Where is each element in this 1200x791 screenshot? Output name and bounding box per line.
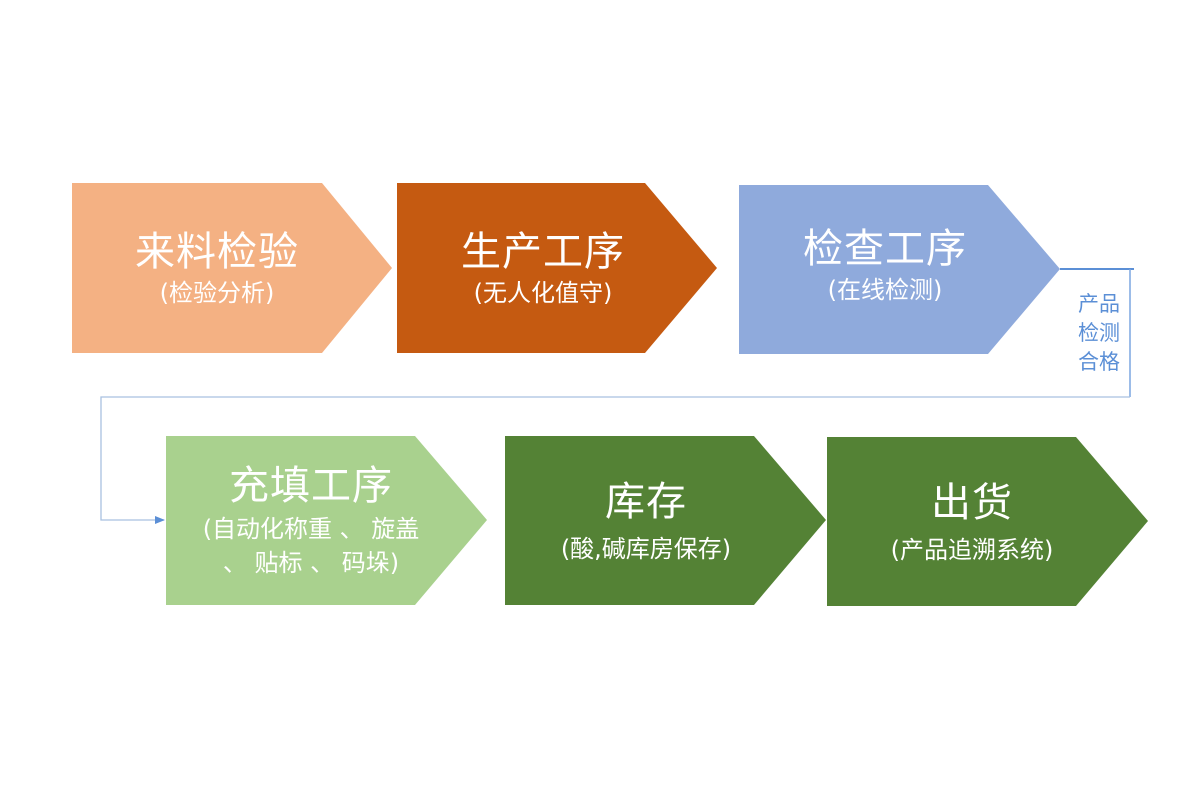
connector-label-line: 合格 [1078, 350, 1120, 374]
chevron-shape [397, 183, 717, 353]
step-title: 库存 [605, 479, 687, 525]
step-title: 检查工序 [803, 226, 967, 272]
chevron-shape [72, 183, 392, 353]
step-subtitle: (在线检测) [827, 276, 943, 304]
step-shipping: 出货 (产品追溯系统) [827, 437, 1149, 607]
step-title: 充填工序 [229, 463, 393, 509]
step-subtitle: (检验分析) [159, 279, 275, 307]
step-inventory: 库存 (酸,碱库房保存) [505, 436, 827, 606]
step-inspection: 检查工序 (在线检测) [739, 185, 1061, 355]
step-filling: 充填工序 (自动化称重 、 旋盖 、 贴标 、 码垛) [166, 436, 488, 606]
connector-label-line: 产品 [1078, 292, 1120, 316]
step-incoming-inspection: 来料检验 (检验分析) [72, 183, 394, 353]
step-subtitle-line: (自动化称重 、 旋盖 [202, 515, 420, 543]
step-subtitle: (酸,碱库房保存) [560, 535, 732, 563]
step-title: 出货 [931, 480, 1013, 526]
connector-label: 产品 检测 合格 [1078, 290, 1128, 377]
step-title: 生产工序 [461, 229, 625, 275]
chevron-shape [166, 436, 487, 605]
step-title: 来料检验 [135, 229, 299, 275]
step-subtitle: (无人化值守) [473, 279, 613, 307]
chevron-shape [505, 436, 826, 605]
step-production: 生产工序 (无人化值守) [397, 183, 719, 353]
chevron-shape [739, 185, 1060, 354]
connector-label-line: 检测 [1078, 321, 1120, 345]
step-subtitle-line: 、 贴标 、 码垛) [222, 549, 400, 577]
chevron-shape [827, 437, 1148, 606]
step-subtitle: (产品追溯系统) [890, 536, 1054, 564]
